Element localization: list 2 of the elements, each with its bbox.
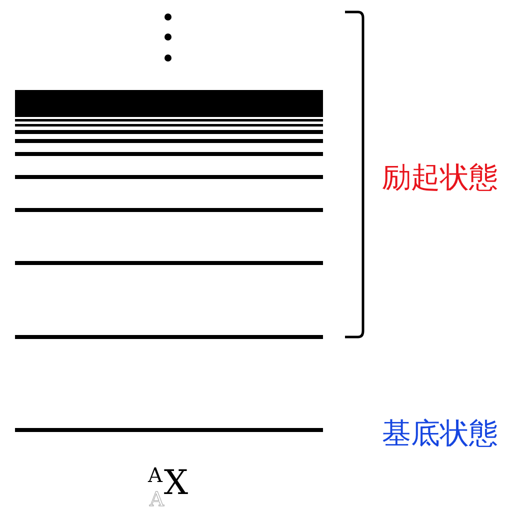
excited-state-label: 励起状態: [382, 159, 498, 196]
ground-state-label: 基底状態: [382, 415, 498, 452]
